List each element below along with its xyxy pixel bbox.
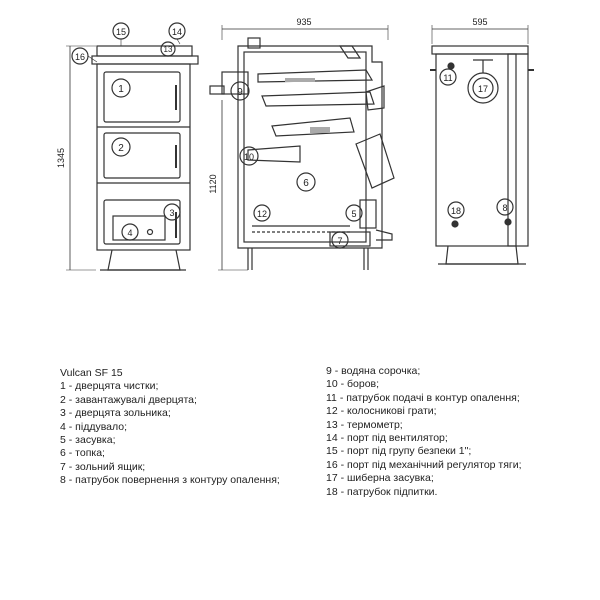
- callout-16: 16: [75, 52, 85, 62]
- side-view: [209, 25, 395, 271]
- legend-item-16: 16 - порт під механічний регулятор тяги;: [326, 458, 522, 471]
- callout-14: 14: [172, 27, 182, 37]
- callout-7: 7: [337, 236, 342, 246]
- rear-view: [430, 25, 534, 265]
- callout-4: 4: [127, 228, 132, 238]
- legend-item-14: 14 - порт під вентилятор;: [326, 432, 448, 445]
- dim-front-height: 1345: [56, 148, 66, 168]
- callout-10: 10: [244, 152, 254, 162]
- legend-item-4: 4 - піддувало;: [60, 420, 127, 433]
- callout-17: 17: [478, 84, 488, 94]
- legend-item-8: 8 - патрубок повернення з контуру опален…: [60, 474, 280, 487]
- legend-right-column: 9 - водяна сорочка; 10 - боров; 11 - пат…: [326, 365, 522, 499]
- legend-item-5: 5 - засувка;: [60, 434, 116, 447]
- dim-side-width: 935: [296, 17, 311, 27]
- callout-5: 5: [351, 209, 356, 219]
- callout-18: 18: [451, 206, 461, 216]
- legend-item-6: 6 - топка;: [60, 447, 105, 460]
- callout-13: 13: [164, 45, 173, 54]
- dim-side-height: 1120: [208, 174, 218, 193]
- callout-15: 15: [116, 27, 126, 37]
- callout-12: 12: [257, 209, 267, 219]
- callout-9: 9: [237, 87, 243, 98]
- legend-left-column: Vulcan SF 15 1 - дверцята чистки; 2 - за…: [60, 367, 280, 488]
- callout-6: 6: [303, 178, 309, 189]
- legend-item-9: 9 - водяна сорочка;: [326, 365, 421, 377]
- legend-item-13: 13 - термометр;: [326, 418, 403, 431]
- callout-1: 1: [118, 84, 124, 95]
- legend-item-1: 1 - дверцята чистки;: [60, 380, 159, 393]
- legend-item-17: 17 - шиберна засувка;: [326, 472, 434, 485]
- legend-item-12: 12 - колосникові грати;: [326, 405, 437, 418]
- legend-item-2: 2 - завантажувалі дверцята;: [60, 393, 197, 406]
- legend-item-10: 10 - боров;: [326, 378, 380, 391]
- legend-item-7: 7 - зольний ящик;: [60, 460, 146, 473]
- legend-item-11: 11 - патрубок подачі в контур опалення;: [326, 391, 520, 404]
- callout-2: 2: [118, 143, 124, 154]
- boiler-technical-drawing: 1345 935 1120 595 15 14 13 16 1 2 3 4 9 …: [56, 17, 534, 271]
- dim-rear-width: 595: [472, 17, 487, 27]
- callout-8: 8: [502, 203, 507, 213]
- front-view: [66, 22, 199, 271]
- callout-11: 11: [443, 73, 452, 83]
- callout-3: 3: [169, 208, 174, 218]
- legend-model-title: Vulcan SF 15: [60, 367, 123, 379]
- legend-item-15: 15 - порт під групу безпеки 1";: [326, 445, 472, 458]
- legend-item-3: 3 - дверцята зольника;: [60, 407, 171, 420]
- legend-item-18: 18 - патрубок підпитки.: [326, 485, 438, 498]
